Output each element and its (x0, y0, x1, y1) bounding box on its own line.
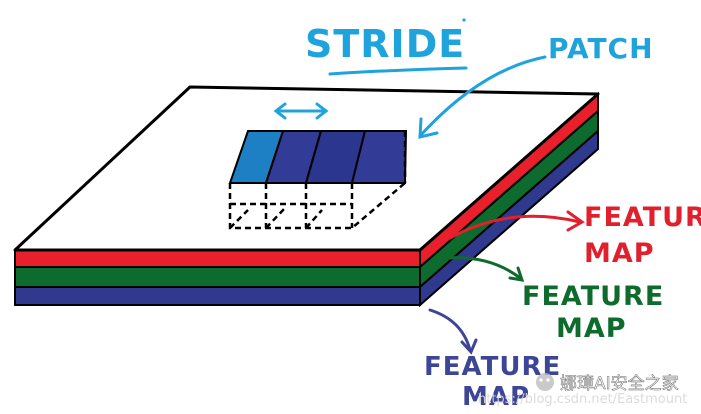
watermark: 娜璋AI安全之家 https://blog.csdn.net/Eastmount (478, 373, 687, 407)
stride-underline (328, 66, 468, 76)
patch-volume-dashed (228, 131, 407, 230)
feature-map-red-line1: FEATURE (584, 202, 701, 233)
patch-label: PATCH (548, 32, 654, 65)
feature-map-blue-line2: MAP (462, 382, 530, 412)
feature-map-label-green: FEATURE MAP (522, 281, 664, 344)
patch-arrow (418, 55, 547, 139)
feature-map-label-red: FEATURE MAP (584, 202, 701, 269)
feature-map-arrow-green (444, 256, 525, 282)
feature-map-red-line2: MAP (584, 238, 655, 269)
feature-map-green-line1: FEATURE (522, 281, 664, 312)
patch (228, 130, 408, 230)
wechat-icon (536, 373, 554, 391)
stride-title: STRIDE (305, 22, 465, 66)
feature-map-arrow-red (448, 210, 585, 240)
stride-arrow (273, 102, 329, 120)
feature-map-arrow-blue (428, 308, 478, 355)
watermark-brand: 娜璋AI安全之家 (560, 374, 679, 394)
feature-map-label-blue: FEATURE MAP (424, 352, 560, 412)
stride-dot (462, 18, 466, 22)
feature-map-green-line2: MAP (556, 313, 627, 344)
watermark-url: https://blog.csdn.net/Eastmount (478, 392, 687, 407)
feature-map-layer-green (14, 108, 599, 290)
